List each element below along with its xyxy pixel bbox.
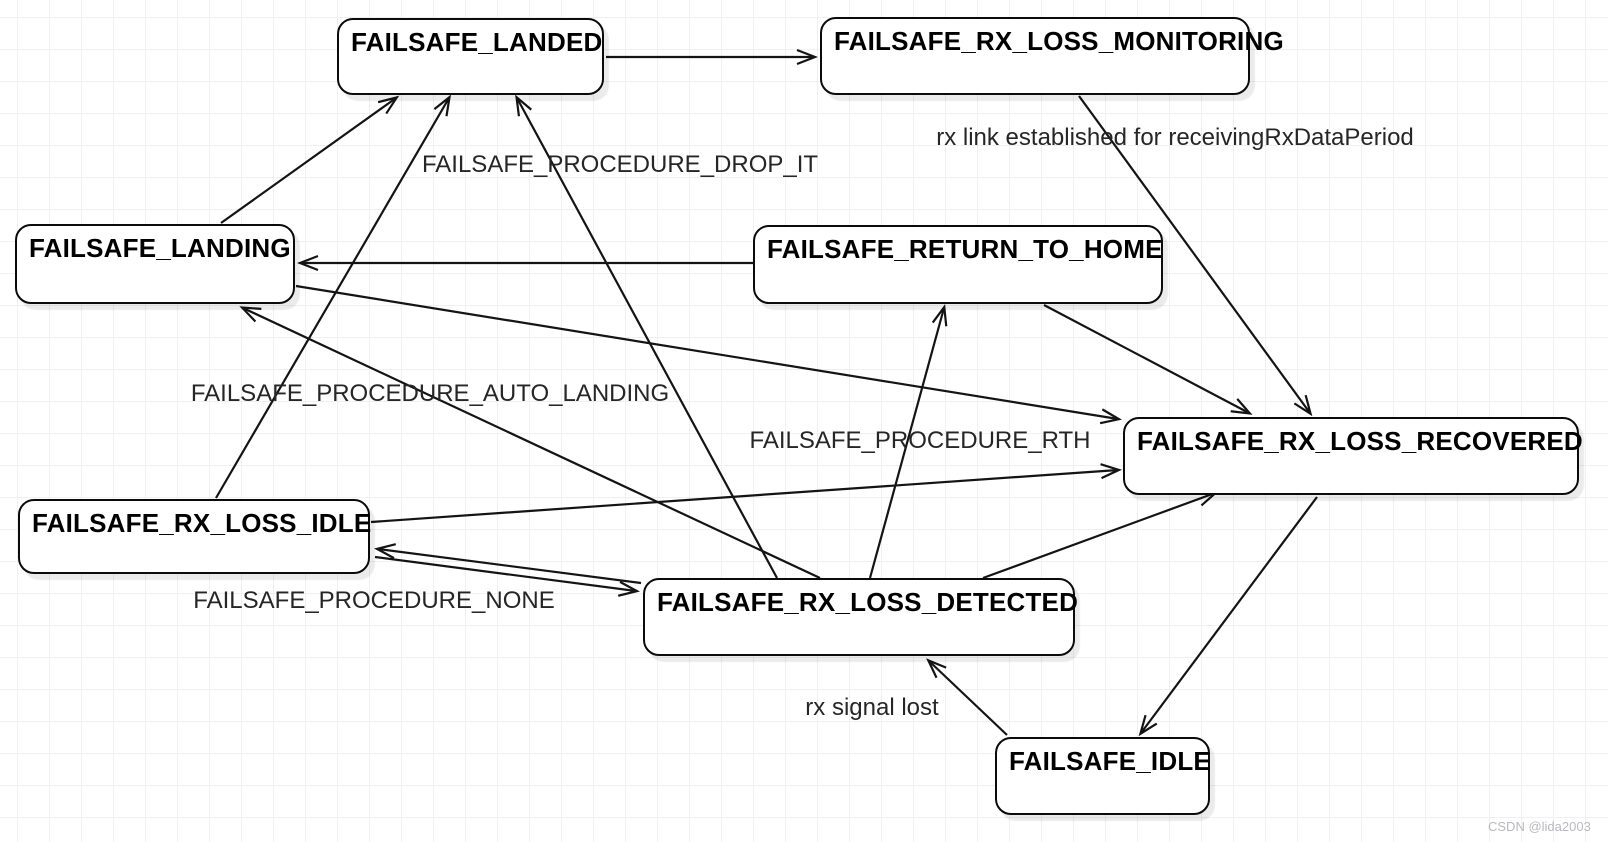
state-node-label: FAILSAFE_RX_LOSS_RECOVERED	[1137, 426, 1583, 456]
edge-failsafe_idle-to-failsafe_rx_loss_detected	[926, 658, 1008, 736]
state-node-label: FAILSAFE_RX_LOSS_IDLE	[32, 508, 372, 538]
edge-failsafe_rx_loss_detected-to-failsafe_landing	[239, 306, 821, 579]
state-node-label: FAILSAFE_IDLE	[1009, 746, 1211, 776]
state-node-failsafe_landing: FAILSAFE_LANDING	[15, 224, 295, 304]
label_rx_signal_lost: rx signal lost	[805, 694, 939, 721]
state-node-failsafe_rx_loss_recovered: FAILSAFE_RX_LOSS_RECOVERED	[1123, 417, 1583, 495]
label_auto_landing: FAILSAFE_PROCEDURE_AUTO_LANDING	[190, 380, 670, 407]
edge-failsafe_rx_loss_idle-to-failsafe_rx_loss_detected	[374, 555, 641, 597]
state-node-label: FAILSAFE_RX_LOSS_MONITORING	[834, 26, 1284, 56]
edge-failsafe_rx_loss_recovered-to-failsafe_idle	[1138, 496, 1318, 737]
state-node-label: FAILSAFE_LANDING	[29, 233, 291, 263]
state-node-failsafe_idle: FAILSAFE_IDLE	[995, 737, 1211, 815]
state-node-failsafe_return_to_home: FAILSAFE_RETURN_TO_HOME	[753, 225, 1163, 304]
label_rx_link_established: rx link established for receivingRxDataP…	[936, 124, 1414, 151]
state-node-label: FAILSAFE_RETURN_TO_HOME	[767, 234, 1163, 264]
label_none: FAILSAFE_PROCEDURE_NONE	[193, 587, 555, 614]
edge-failsafe_return_to_home-to-failsafe_rx_loss_recovered	[1043, 304, 1253, 415]
watermark: CSDN @lida2003	[1488, 819, 1591, 834]
edge-failsafe_rx_loss_detected-to-failsafe_rx_loss_recovered	[982, 491, 1219, 580]
state-node-label: FAILSAFE_RX_LOSS_DETECTED	[657, 587, 1079, 617]
edge-failsafe_landing-to-failsafe_rx_loss_recovered	[295, 284, 1122, 425]
edge-failsafe_rx_loss_detected-to-failsafe_return_to_home	[868, 304, 948, 579]
label_rth: FAILSAFE_PROCEDURE_RTH	[749, 427, 1091, 454]
edge-failsafe_rx_loss_idle-to-failsafe_landed	[215, 94, 452, 499]
edge-failsafe_rx_loss_detected-to-failsafe_landed	[515, 94, 778, 579]
edge-failsafe_rx_loss_detected-to-failsafe_rx_loss_idle	[373, 543, 642, 585]
edge-failsafe_rx_loss_idle-to-failsafe_rx_loss_recovered	[370, 463, 1123, 524]
label_drop_it: FAILSAFE_PROCEDURE_DROP_IT	[421, 151, 819, 178]
state-node-failsafe_rx_loss_monitoring: FAILSAFE_RX_LOSS_MONITORING	[820, 17, 1284, 95]
state-node-label: FAILSAFE_LANDED	[351, 27, 603, 57]
state-node-failsafe_landed: FAILSAFE_LANDED	[337, 18, 604, 95]
state-node-failsafe_rx_loss_idle: FAILSAFE_RX_LOSS_IDLE	[18, 499, 372, 574]
edge-failsafe_landing-to-failsafe_landed	[220, 95, 400, 224]
edge-failsafe_rx_loss_monitoring-to-failsafe_rx_loss_recovered	[1078, 95, 1313, 417]
state-node-failsafe_rx_loss_detected: FAILSAFE_RX_LOSS_DETECTED	[643, 578, 1079, 656]
